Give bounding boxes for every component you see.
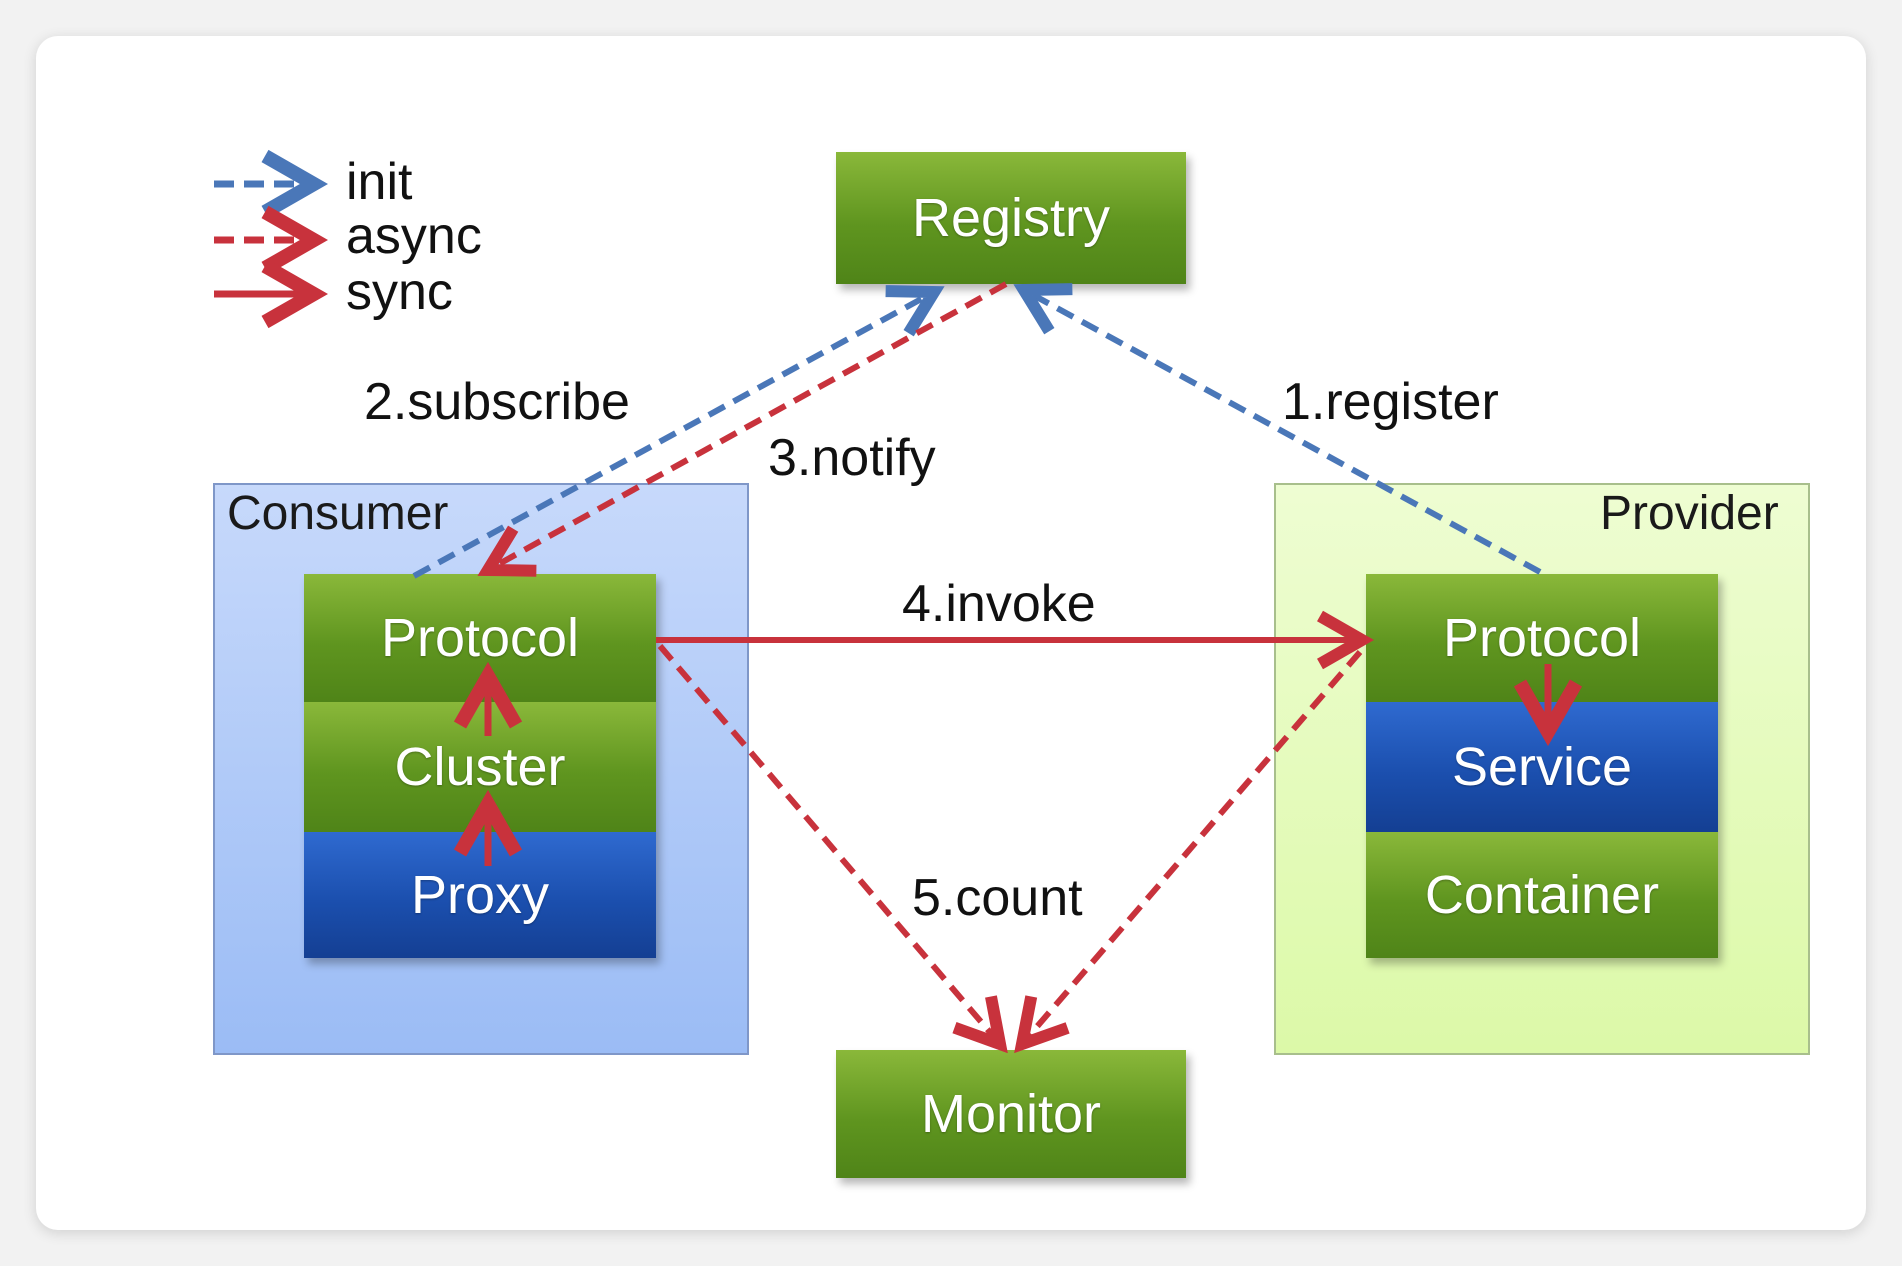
subscribe-label: 2.subscribe: [364, 373, 630, 431]
legend-sync-label: sync: [346, 263, 453, 321]
invoke-label: 4.invoke: [902, 575, 1096, 633]
count-arrow-consumer: [657, 644, 1000, 1044]
register-arrow: [1024, 290, 1542, 575]
notify-arrow: [488, 281, 1008, 570]
count-arrow-provider: [1022, 650, 1363, 1044]
legend-init-label: init: [346, 153, 413, 211]
count-label: 5.count: [912, 869, 1083, 927]
provider-title: Provider: [1600, 487, 1779, 540]
legend-async-label: async: [346, 207, 482, 265]
notify-label: 3.notify: [768, 429, 936, 487]
registry-box: Registry: [836, 152, 1186, 284]
register-label: 1.register: [1282, 373, 1499, 431]
provider-container-box: Container: [1366, 832, 1718, 958]
monitor-box: Monitor: [836, 1050, 1186, 1178]
consumer-title: Consumer: [227, 487, 449, 540]
